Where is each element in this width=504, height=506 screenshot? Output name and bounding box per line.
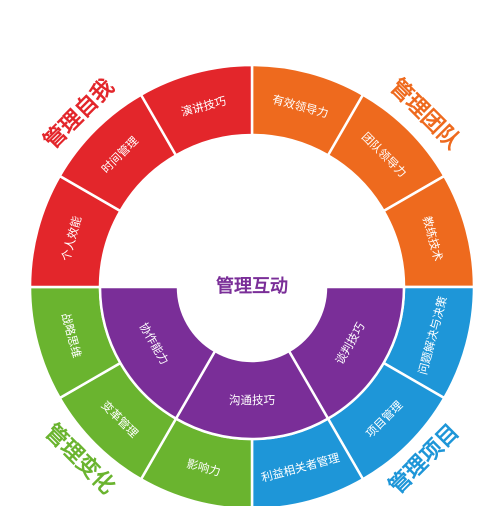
inner-segment-label: 沟通技巧 <box>229 393 275 407</box>
inner-segment <box>174 349 330 441</box>
outer-segment-self <box>139 63 254 158</box>
inner-segment <box>98 285 217 421</box>
center-title: 管理互动 <box>216 275 288 297</box>
inner-segment <box>287 285 406 421</box>
